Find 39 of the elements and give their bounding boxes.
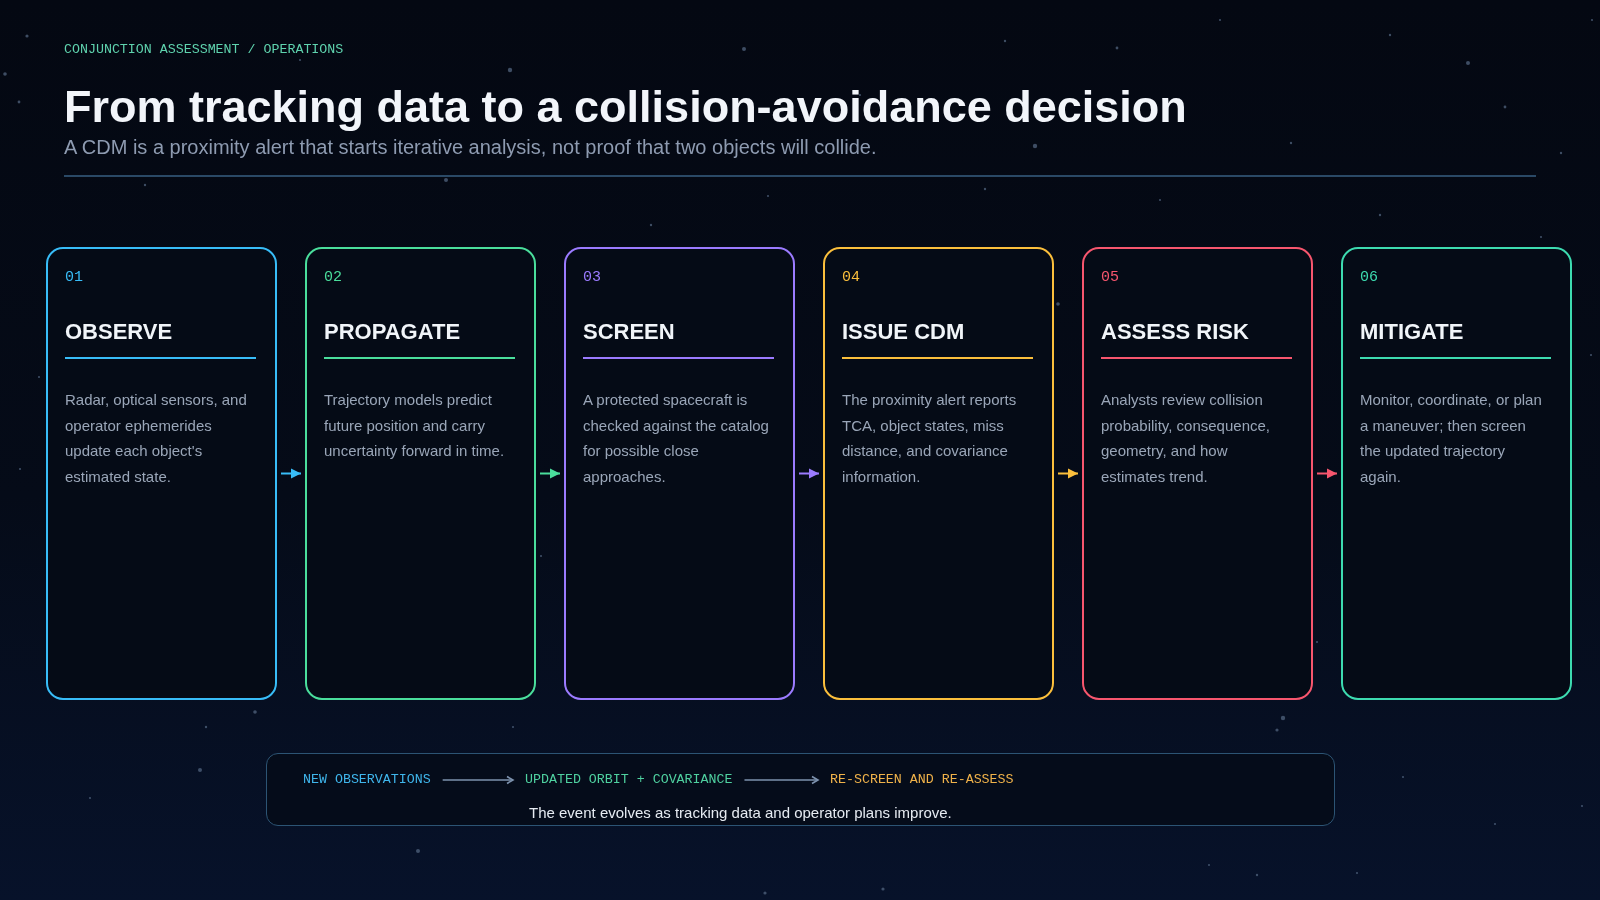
step-card [823, 247, 1054, 700]
step-title: MITIGATE [1360, 319, 1464, 345]
loop-stage-label: RE-SCREEN AND RE-ASSESS [830, 772, 1014, 788]
step-description: Monitor, coordinate, or plan a maneuver; then screen the updated trajectory again. [1360, 390, 1543, 487]
step-number: 03 [583, 269, 601, 287]
step-title: OBSERVE [65, 319, 173, 345]
step-number: 02 [324, 269, 342, 287]
step-number: 01 [65, 269, 83, 287]
step-number: 06 [1360, 269, 1378, 287]
subtitle: A CDM is a proximity alert that starts iterative analysis, not proof that two objects will collide. [64, 135, 877, 160]
arrow [1057, 468, 1079, 479]
eyebrow-label: CONJUNCTION ASSESSMENT / OPERATIONS [64, 42, 344, 58]
step-card [305, 247, 536, 700]
step-description: Trajectory models predict future position and carry uncertainty forward in time. [324, 390, 506, 461]
step-number: 05 [1101, 269, 1119, 287]
page-title: From tracking data to a collision-avoidance decision [64, 81, 1187, 133]
step-card [564, 247, 795, 700]
step-description: A protected spacecraft is checked against the catalog for possible close approaches. [583, 390, 769, 487]
step-description: Radar, optical sensors, and operator ephemerides update each object's estimated state. [65, 390, 248, 487]
step-description: Analysts review collision probability, consequence, geometry, and how estimates trend. [1101, 390, 1271, 487]
feedback-panel [266, 753, 1335, 826]
step-card [46, 247, 277, 700]
step-description: The proximity alert reports TCA, object states, miss distance, and covariance information. [842, 390, 1018, 487]
step-title: PROPAGATE [324, 319, 461, 345]
arrow [743, 775, 819, 785]
step-number: 04 [842, 269, 860, 287]
loop-stage-label: UPDATED ORBIT + COVARIANCE [525, 772, 733, 788]
step-title: SCREEN [583, 319, 675, 345]
arrow [280, 468, 302, 479]
panel-caption: The event evolves as tracking data and operator plans improve. [529, 804, 952, 822]
loop-stage-label: NEW OBSERVATIONS [303, 772, 431, 788]
step-title: ISSUE CDM [842, 319, 965, 345]
arrow [798, 468, 820, 479]
arrow [1316, 468, 1338, 479]
step-title: ASSESS RISK [1101, 319, 1249, 345]
arrow [539, 468, 561, 479]
step-card [1341, 247, 1572, 700]
step-card [1082, 247, 1313, 700]
arrow [441, 775, 514, 785]
